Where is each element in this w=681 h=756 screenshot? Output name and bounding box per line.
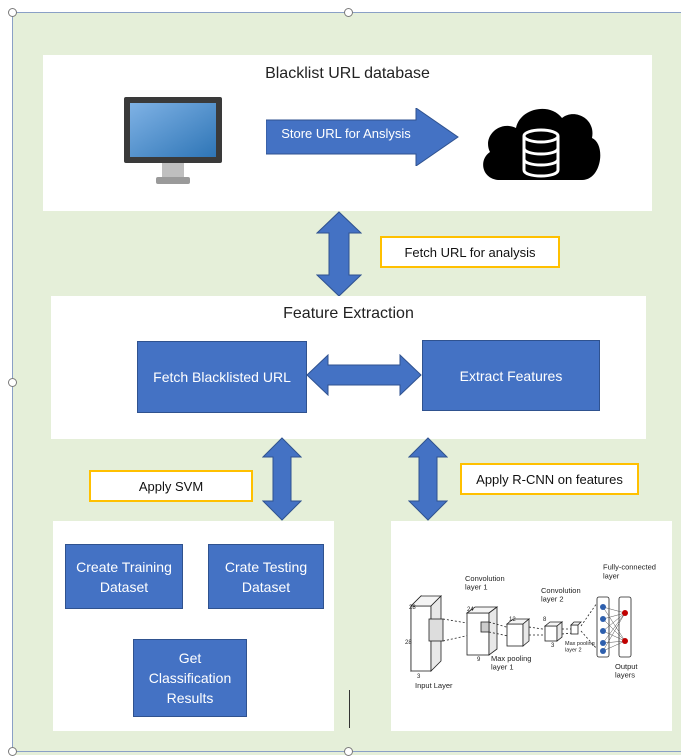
svg-text:24: 24 [467,607,474,613]
vertical-double-arrow-rcnn [408,437,448,521]
resize-handle-top-center[interactable] [344,8,353,17]
extract-features-box: Extract Features [422,340,600,411]
svg-text:3: 3 [551,643,555,649]
cloud-database-icon [483,108,601,180]
cnn-architecture-diagram: 28 28 3 24 12 9 8 3 Input Layer Convolut… [405,563,656,690]
get-classification-results-box: Get Classification Results [133,639,247,717]
horizontal-double-arrow [306,354,422,396]
resize-handle-top-left[interactable] [8,8,17,17]
store-url-label: Store URL for Anslysis [281,126,411,141]
vertical-double-arrow-1 [316,211,362,297]
fetch-blacklisted-url-box: Fetch Blacklisted URL [137,341,307,413]
fetch-url-callout: Fetch URL for analysis [380,236,560,268]
vertical-double-arrow-svm [262,437,302,521]
resize-handle-middle-left[interactable] [8,378,17,387]
svg-text:28: 28 [409,605,416,611]
create-training-dataset-box: Create Training Dataset [65,544,183,609]
svg-text:12: 12 [509,617,516,623]
svg-text:8: 8 [543,617,547,623]
create-testing-dataset-box: Crate Testing Dataset [208,544,324,609]
database-panel-title: Blacklist URL database [265,65,430,82]
apply-rcnn-callout: Apply R-CNN on features [460,463,639,495]
text-cursor-line [349,690,350,728]
feature-extraction-title: Feature Extraction [283,305,414,322]
svg-text:28: 28 [405,640,412,646]
monitor-icon [124,97,222,184]
svg-text:3: 3 [417,674,421,680]
input-layer-label: Input Layer [415,681,453,690]
svg-text:9: 9 [477,657,481,663]
apply-svm-callout: Apply SVM [89,470,253,502]
store-url-arrow [266,108,459,166]
